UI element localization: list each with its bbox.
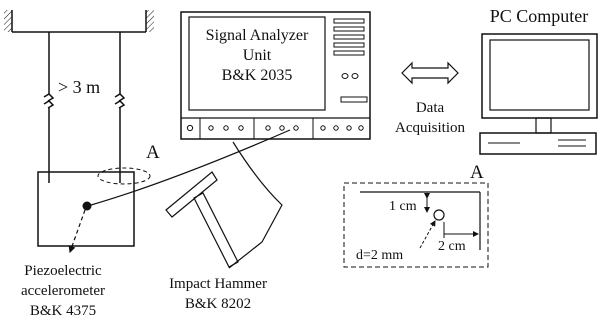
hammer-handle [193, 192, 239, 268]
diameter-label: d=2 mm [356, 248, 403, 263]
analyzer-knob-left [341, 73, 349, 79]
accelerometer-caption-3: B&K 4375 [30, 303, 96, 319]
left-wire-break-1 [43, 93, 55, 102]
accelerometer-dot [82, 201, 92, 211]
left-wall-hatch [4, 10, 12, 32]
pc-computer [479, 33, 598, 155]
signal-analyzer-unit [180, 11, 371, 140]
accelerometer-pointer [68, 209, 86, 254]
inset-frame [343, 182, 489, 268]
hammer-caption-2: B&K 8202 [185, 296, 251, 312]
pc-base-unit [479, 132, 597, 155]
inset-marker-a: A [470, 162, 484, 183]
hammer-cable [228, 141, 283, 269]
accelerometer-caption-2: accelerometer [21, 283, 105, 299]
analyzer-model: B&K 2035 [222, 67, 293, 84]
right-wire-break-2 [114, 100, 126, 109]
detail-a-circle [97, 167, 151, 185]
right-wire-break-1 [114, 93, 126, 102]
analyzer-screen [188, 16, 326, 111]
vertical-dimension-label: 1 cm [389, 199, 417, 214]
right-wall-hatch [146, 10, 154, 32]
analyzer-subtitle: Unit [243, 47, 272, 64]
horizontal-dimension-label: 2 cm [438, 239, 466, 254]
hole-circle [433, 209, 445, 221]
distance-label: > 3 m [58, 77, 100, 97]
analyzer-body [180, 11, 371, 140]
hammer-caption-1: Impact Hammer [169, 276, 267, 292]
suspension-frame [4, 10, 154, 183]
left-wire-break-2 [43, 100, 55, 109]
pc-monitor-neck [535, 117, 552, 134]
detail-a-inset [343, 182, 489, 268]
acquisition-label: Acquisition [395, 120, 465, 136]
pc-title: PC Computer [490, 6, 589, 26]
analyzer-title: Signal Analyzer [206, 27, 309, 44]
data-acquisition-arrow [401, 61, 459, 85]
analyzer-keypad [333, 18, 365, 56]
test-specimen-plate [37, 171, 135, 247]
impact-hammer [165, 171, 239, 268]
data-label: Data [416, 100, 445, 116]
pc-screen [489, 39, 590, 111]
diameter-leader [419, 220, 436, 249]
accelerometer-cable [90, 129, 291, 206]
analyzer-slot [340, 96, 368, 103]
hammer-head [165, 171, 218, 218]
pc-monitor [481, 33, 598, 119]
accelerometer-caption-1: Piezoelectric [24, 263, 102, 279]
analyzer-connector-panel [186, 118, 364, 139]
detail-marker-a: A [146, 142, 160, 163]
analyzer-knob-right [351, 73, 359, 79]
